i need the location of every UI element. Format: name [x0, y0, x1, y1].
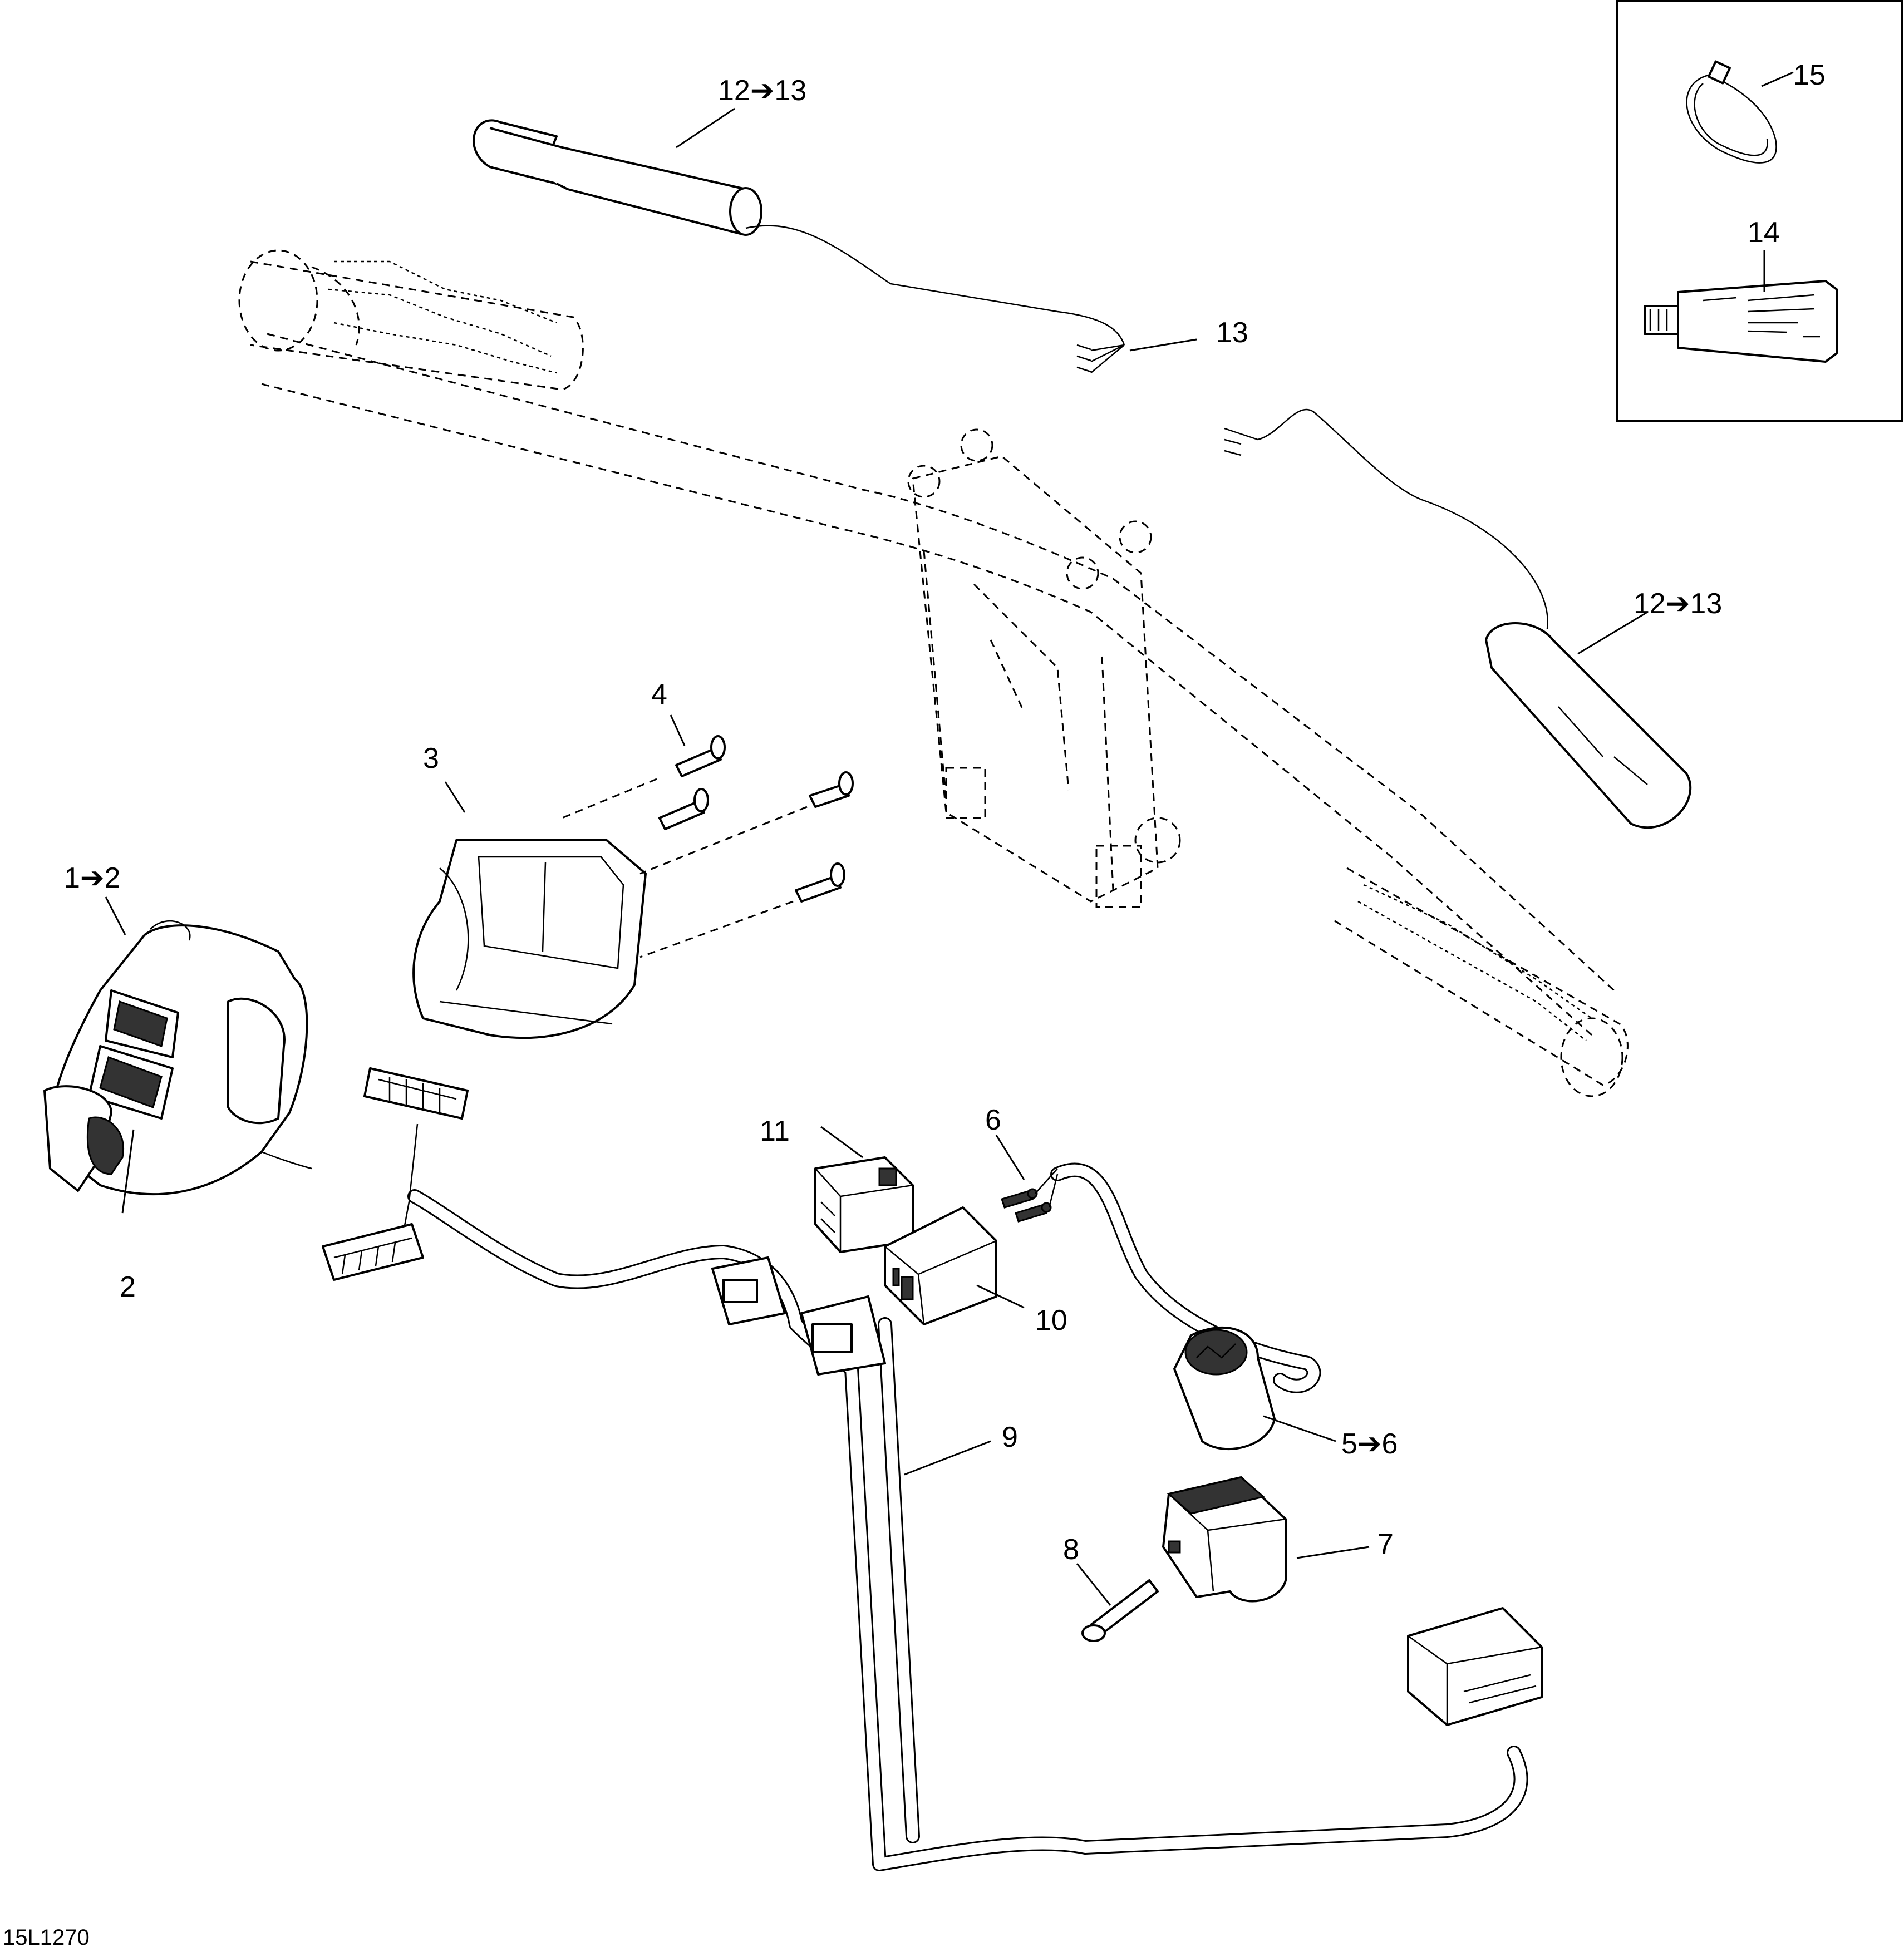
callout-6: 6 — [985, 1104, 1001, 1136]
inset-box: 15 14 — [1616, 0, 1903, 422]
switch-housing-rear — [412, 839, 647, 1039]
callout-15: 15 — [1793, 59, 1826, 91]
callout-7: 7 — [1377, 1528, 1394, 1560]
leader-2 — [121, 1129, 135, 1214]
leader-15 — [1761, 71, 1794, 87]
callout-1-2: 1➔2 — [64, 862, 120, 894]
leader-12-13-top — [676, 107, 735, 149]
drawing-code: 15L1270 — [3, 1925, 90, 1950]
callout-12-13-top: 12➔13 — [718, 75, 806, 107]
switch-boot — [1162, 1476, 1287, 1603]
pin — [1081, 1579, 1159, 1642]
leader-6 — [995, 1135, 1025, 1180]
leader-5-6 — [1263, 1415, 1336, 1442]
callout-14: 14 — [1748, 216, 1780, 249]
callout-8: 8 — [1063, 1534, 1079, 1566]
leader-12-13-right — [1577, 611, 1648, 655]
callout-13: 13 — [1216, 317, 1248, 349]
leader-11 — [820, 1126, 863, 1159]
leader-7 — [1296, 1546, 1370, 1559]
heated-grip-element-top — [473, 119, 1125, 373]
connector-10 — [884, 1206, 997, 1325]
leader-8 — [1076, 1563, 1111, 1606]
screws — [562, 735, 854, 958]
callout-11: 11 — [760, 1115, 790, 1147]
leader-9 — [904, 1440, 991, 1476]
leader-4 — [670, 714, 686, 746]
callout-10: 10 — [1035, 1304, 1067, 1337]
wiring-harness — [322, 1067, 1543, 1871]
callout-4: 4 — [651, 678, 667, 711]
callout-12-13-right: 12➔13 — [1634, 588, 1722, 620]
handlebar-switch-housing — [43, 920, 312, 1196]
leader-3 — [444, 781, 466, 813]
callout-3: 3 — [423, 742, 439, 775]
leader-1-2 — [105, 896, 126, 935]
callout-9: 9 — [1002, 1421, 1018, 1453]
leader-10 — [976, 1284, 1025, 1309]
handlebar-assembly — [238, 249, 1629, 1097]
leader-13 — [1129, 338, 1197, 352]
callout-2: 2 — [120, 1271, 136, 1303]
callout-5-6: 5➔6 — [1341, 1428, 1398, 1460]
heated-grip-switch — [1173, 1327, 1276, 1450]
connector-11 — [814, 1156, 914, 1253]
heated-grip-element-right — [1224, 408, 1691, 829]
grease-tube-icon — [1644, 280, 1838, 363]
terminals — [1001, 1168, 1059, 1223]
cable-tie-icon — [1686, 60, 1777, 164]
